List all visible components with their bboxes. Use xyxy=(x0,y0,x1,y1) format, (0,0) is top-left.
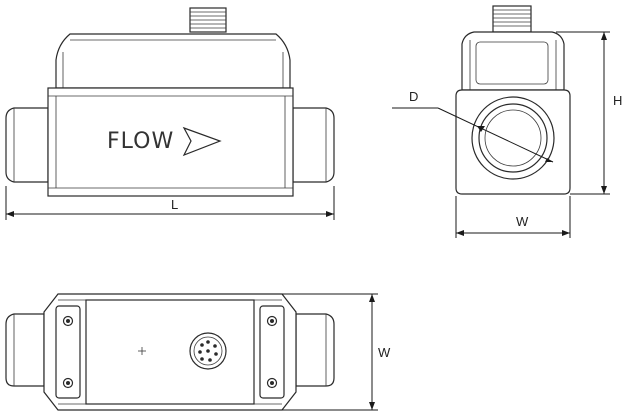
height-label: H xyxy=(613,93,622,108)
top-width-label: W xyxy=(378,345,391,360)
top-connector xyxy=(189,7,227,33)
screw-icon xyxy=(62,315,74,327)
top-left-pipe-fitting xyxy=(5,313,45,387)
right-end-cap xyxy=(259,305,285,399)
diameter-dimension: D xyxy=(392,89,554,163)
pipe-bore-middle xyxy=(478,103,548,173)
left-end-cap xyxy=(55,305,81,399)
flow-body: FLOW xyxy=(47,87,294,197)
sensor-housing xyxy=(55,33,291,89)
top-view: W xyxy=(5,293,391,411)
side-view: FLOW L xyxy=(5,7,335,220)
length-dimension: L xyxy=(5,186,335,220)
pin-connector-icon xyxy=(189,332,227,370)
screw-icon xyxy=(266,377,278,389)
right-pipe-fitting xyxy=(292,107,335,183)
left-pipe-fitting xyxy=(5,107,49,183)
flow-label: FLOW xyxy=(107,129,174,154)
top-right-pipe-fitting xyxy=(295,313,335,387)
screw-icon xyxy=(266,315,278,327)
pipe-bore-inner xyxy=(484,109,542,167)
top-body xyxy=(43,293,297,411)
end-top-connector xyxy=(492,5,532,33)
height-dimension: H xyxy=(556,31,622,195)
end-body xyxy=(455,89,571,195)
screw-icon xyxy=(62,377,74,389)
pipe-bore-outer xyxy=(471,96,555,180)
center-mark-icon xyxy=(138,347,146,355)
end-view: D H W xyxy=(392,5,622,238)
cover-plate xyxy=(85,299,255,405)
end-width-dimension: W xyxy=(455,196,571,238)
top-width-dimension: W xyxy=(282,293,391,411)
diameter-label: D xyxy=(409,89,418,104)
length-label: L xyxy=(171,197,178,212)
flow-direction-arrow-icon xyxy=(182,126,222,157)
end-width-label: W xyxy=(516,214,529,229)
end-housing xyxy=(461,31,565,91)
